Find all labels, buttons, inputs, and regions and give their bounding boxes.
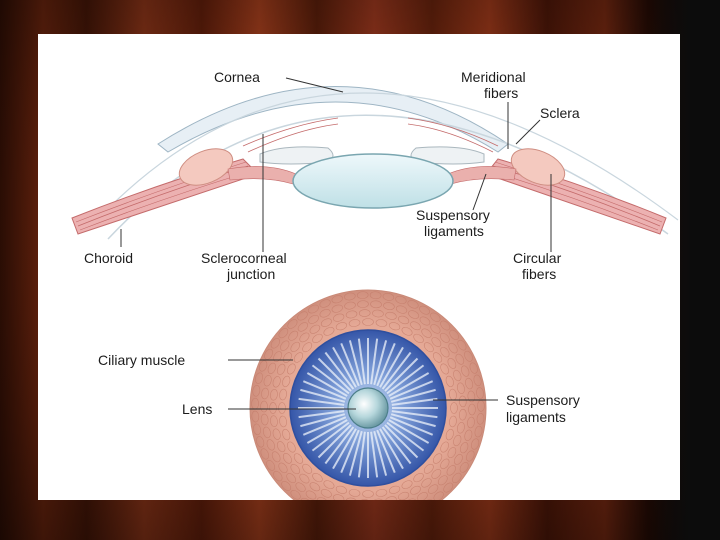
frontal-view: [250, 290, 486, 500]
label-meridional-line1: Meridional: [461, 69, 526, 85]
slide-panel: Cornea Meridional fibers Sclera Suspenso…: [38, 34, 680, 500]
label-sclerocorneal-line2: junction: [226, 266, 275, 282]
lens-section: [293, 154, 453, 208]
label-meridional-line2: fibers: [484, 85, 518, 101]
label-suspensory-top-line1: Suspensory: [416, 207, 490, 223]
suspensory-band-left: [228, 166, 296, 184]
label-suspensory-bottom-line1: Suspensory: [506, 392, 580, 408]
label-sclerocorneal-line1: Sclerocorneal: [201, 250, 287, 266]
label-lens: Lens: [182, 401, 212, 417]
eye-diagram: Cornea Meridional fibers Sclera Suspenso…: [38, 34, 680, 500]
lens-front: [348, 388, 388, 428]
cornea-shape: [158, 87, 508, 153]
label-circular-line1: Circular: [513, 250, 562, 266]
label-suspensory-bottom-line2: ligaments: [506, 409, 566, 425]
label-sclera: Sclera: [540, 105, 580, 121]
sagittal-section: [72, 87, 678, 240]
label-choroid: Choroid: [84, 250, 133, 266]
label-circular-line2: fibers: [522, 266, 556, 282]
label-ciliary-muscle: Ciliary muscle: [98, 352, 185, 368]
label-suspensory-top-line2: ligaments: [424, 223, 484, 239]
label-cornea: Cornea: [214, 69, 260, 85]
suspensory-band-right: [448, 166, 516, 184]
